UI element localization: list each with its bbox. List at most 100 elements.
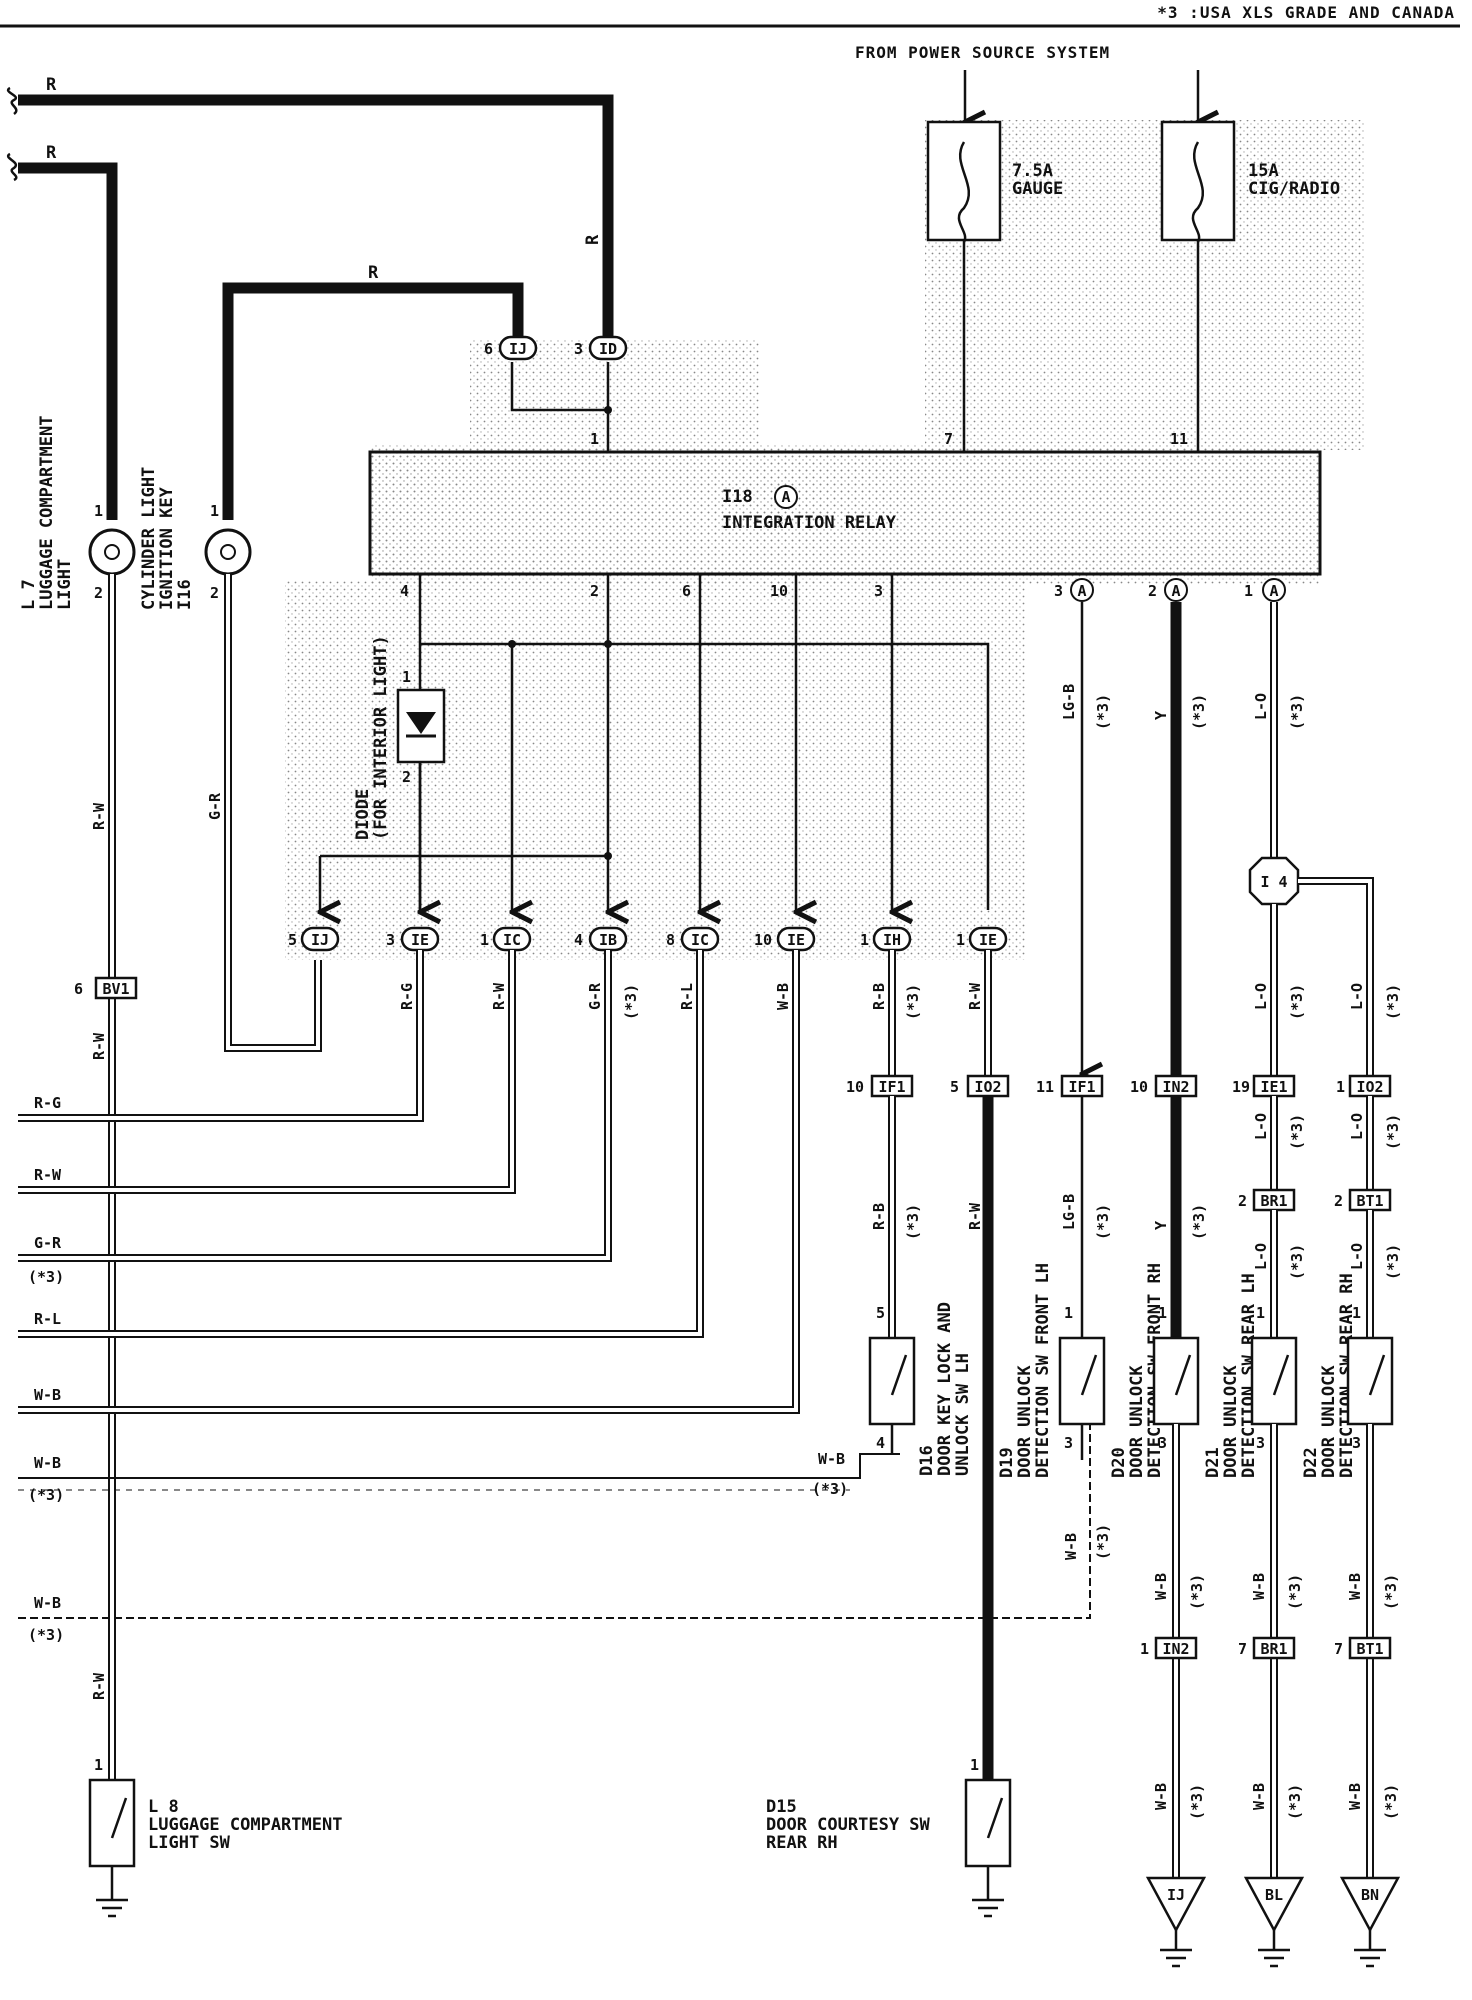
relay-connector-badge [774,485,798,509]
connector-in2-bottom-pin: 1 [1140,1640,1149,1658]
wire-wb-in2-label-2: W-B [1152,1783,1170,1810]
wire-break-1 [6,86,18,115]
ground-ij [1145,1876,1207,1933]
wire-gr-ib-inner [18,950,610,1260]
connector-ij-top-pin: 6 [484,340,493,358]
wire-wb-in2-star-1: (*3) [1188,1574,1206,1610]
wire-rw-d15-1-label: R-W [966,982,984,1010]
connector-bv1 [94,976,138,1000]
wire-wb-d16-h-label: W-B [34,1454,61,1472]
i16-id: I16 [175,579,195,610]
d19-line1: DOOR UNLOCK [1015,1365,1035,1478]
connector-ie-mid-1-label: IE [411,931,429,949]
wire-lo-1-star: (*3) [1288,694,1306,730]
fuse-gauge-name: GAUGE [1012,179,1063,199]
connector-bv1-pin: 6 [74,980,83,998]
relay-pin-a1-letter: A [1269,582,1278,600]
wire-rb-2-star: (*3) [904,1204,922,1240]
connector-id-top-label: ID [599,340,617,358]
d22-pin-1: 1 [1352,1304,1361,1322]
relay-pin-a1-badge [1262,578,1286,602]
wire-rb-1-star: (*3) [904,984,922,1020]
wire-gr-h-star: (*3) [28,1268,64,1286]
wire-wb-in2-star-2: (*3) [1188,1784,1206,1820]
connector-br1-bottom-label: BR1 [1260,1640,1287,1658]
wire-rw-d15-2-label: R-W [966,1202,984,1230]
wire-lo-5-label: L-O [1348,1113,1366,1140]
d16-line2: UNLOCK SW LH [953,1353,973,1476]
connector-in2-bottom-label: IN2 [1162,1640,1189,1658]
wire-rb-2-label: R-B [870,1203,888,1230]
d21-line1: DOOR UNLOCK [1221,1365,1241,1478]
d16-line1: DOOR KEY LOCK AND [935,1302,955,1476]
d22-switch-blade [1368,1354,1386,1396]
wire-r-1-label: R [46,75,57,95]
connector-ij-mid [300,926,340,952]
wire-rw-l7-lower-label: R-W [90,1032,108,1060]
relay-pin-a2-letter: A [1171,582,1180,600]
power-source-label: FROM POWER SOURCE SYSTEM [855,43,1110,62]
wire-lo-4-star: (*3) [1288,1114,1306,1150]
mid-connectors: IJ 5 IE 3 IC 1 IB 4 IC 8 IE 10 IH 1 IE 1 [288,926,1008,952]
l8-switch-blade [110,1797,128,1839]
relay-pin-b4: 4 [400,582,409,600]
wire-wb-ie-inner [18,950,798,1412]
ground-bn [1339,1876,1401,1933]
junction-i4 [1248,856,1300,906]
d22-switch-body [1346,1336,1394,1426]
connector-ij-mid-label: IJ [311,931,329,949]
relay-pin-a2-badge [1164,578,1188,602]
wire-wb-in2-label-1: W-B [1152,1573,1170,1600]
d22-id: D22 [1301,1447,1321,1478]
wire-y-1-label: Y [1152,711,1170,720]
wire-lgb-1-star: (*3) [1094,694,1112,730]
d16-switch-body [868,1336,916,1426]
wire-gr-ib-v-star: (*3) [622,984,640,1020]
wire-wb-ie [18,950,800,1414]
connector-bt1-bottom-pin: 7 [1334,1640,1343,1658]
wire-lo-3-label: L-O [1348,983,1366,1010]
i16-pin-1: 1 [210,502,219,520]
d19-id: D19 [997,1447,1017,1478]
i16-line2: CYLINDER LIGHT [139,467,159,610]
relay-pin-b3: 3 [874,582,883,600]
relay-pin-top-11: 11 [1170,430,1188,448]
junction-644b [604,640,612,648]
l7-pin-1: 1 [94,502,103,520]
wire-wb-bt1-star-1: (*3) [1382,1574,1400,1610]
relay-name: INTEGRATION RELAY [722,513,897,533]
wire-lo-6-star: (*3) [1288,1244,1306,1280]
wire-r-2-label: R [46,143,57,163]
wire-lo-7-label: L-O [1348,1243,1366,1270]
wire-wb-br1-star-2: (*3) [1286,1784,1304,1820]
ground-bn-label: BN [1361,1886,1379,1904]
shade-lower [285,580,1025,960]
fuse-gauge [926,120,1002,242]
wire-y-1-star: (*3) [1190,694,1208,730]
wire-lo-branch-inner [1298,879,1372,1076]
connector-ie-mid-2-pin: 10 [754,931,772,949]
wire-lo-6-label: L-O [1252,1243,1270,1270]
ignition-key-cylinder-light-filament [220,544,236,560]
earth-symbols-right [1160,1930,1386,1968]
d16-pin-4: 4 [876,1434,885,1452]
connector-ib-mid-label: IB [599,931,617,949]
d19-switch-blade [1080,1354,1098,1396]
wire-wb-d16 [18,1453,900,1479]
wire-wb-d16-right-label: W-B [818,1450,845,1468]
l7-line2: LIGHT [55,559,75,610]
wire-wb-d16-right-star: (*3) [812,1480,848,1498]
d16-switch-blade [890,1354,908,1396]
connector-io2-right-pin: 1 [1336,1078,1345,1096]
header-note: *3 :USA XLS GRADE AND CANADA [1157,3,1455,22]
wire-lo-2-label: L-O [1252,983,1270,1010]
d21-switch-body [1250,1336,1298,1426]
wire-wb-br1-star-1: (*3) [1286,1574,1304,1610]
i16-pin-2: 2 [210,584,219,602]
wire-lo-5-star: (*3) [1384,1114,1402,1150]
wire-y-2-star: (*3) [1190,1204,1208,1240]
wire-r-1v-label: R [583,234,603,245]
l8-earth-icon [96,1898,128,1918]
wire-rl-inner [18,950,702,1336]
wire-lo-4-label: L-O [1252,1113,1270,1140]
